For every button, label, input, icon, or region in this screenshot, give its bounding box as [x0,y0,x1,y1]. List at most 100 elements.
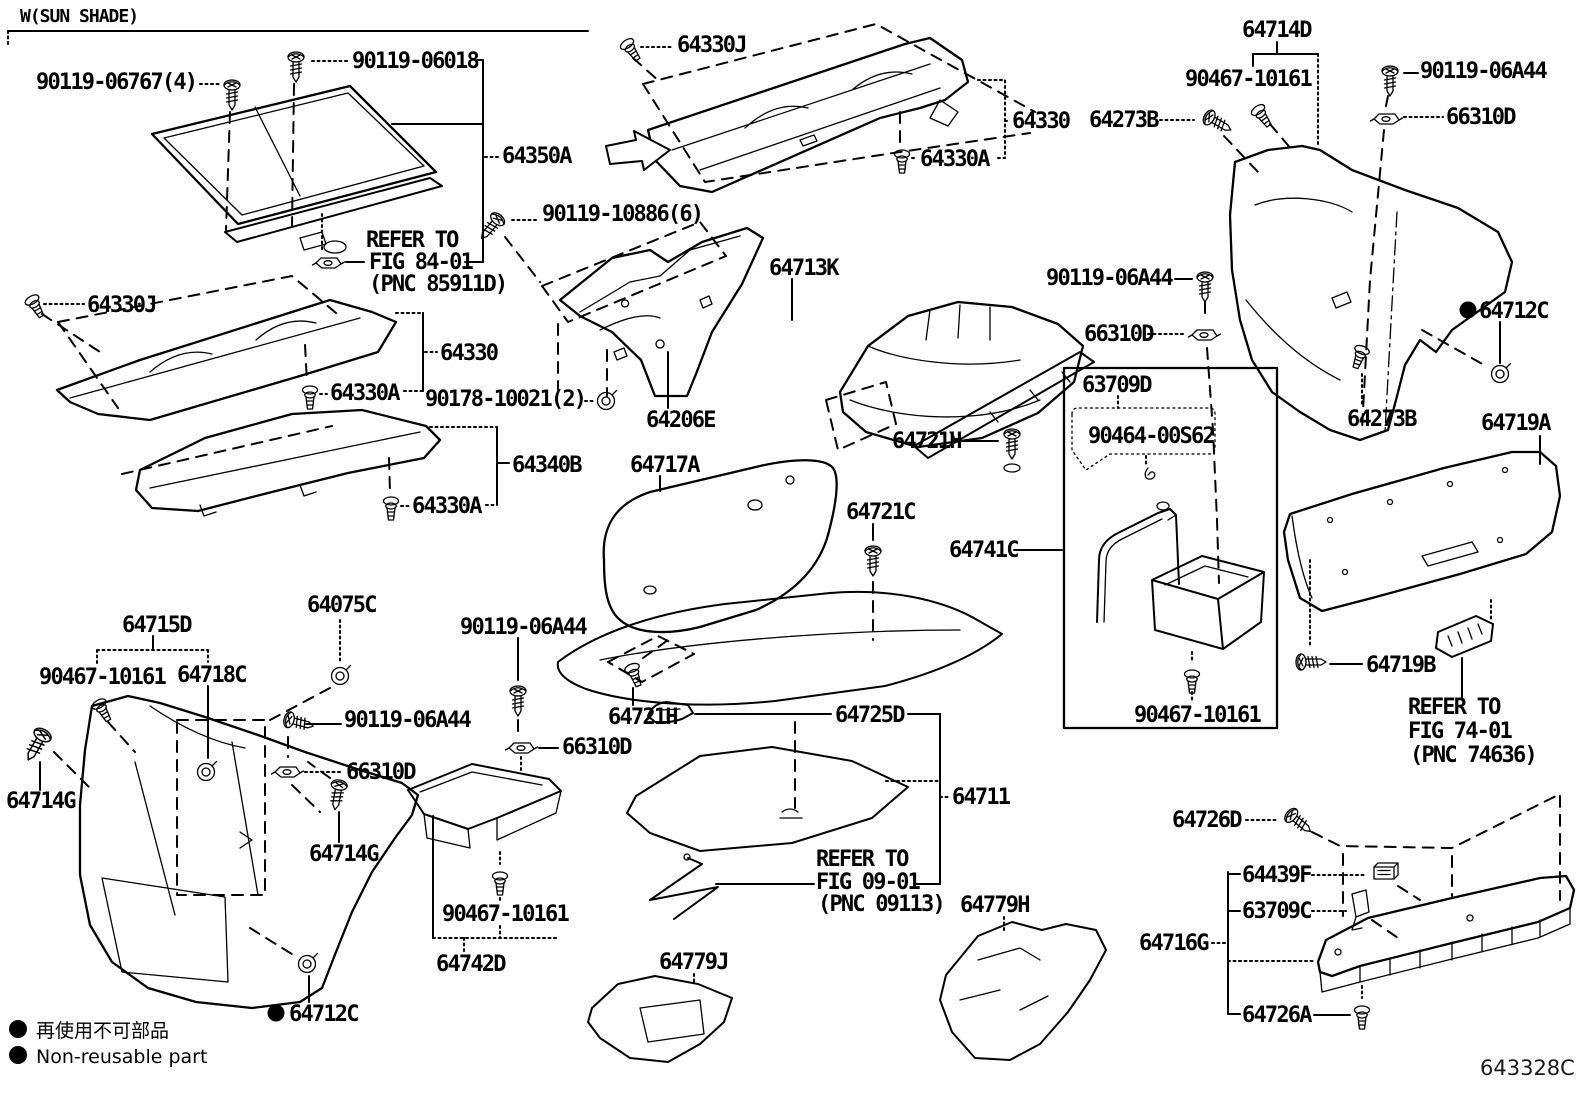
ref-fig74-fig: FIG 74-01 [1408,719,1513,744]
callout-bracket [395,312,438,392]
sunshade-drawing [150,84,443,254]
push-clip-icon [622,661,647,690]
part-90464-00S62-label[interactable]: 90464-00S62 [1088,424,1216,449]
part-64075C-label[interactable]: 64075C [307,593,378,618]
projection-line [1223,135,1259,173]
part-64714G-label[interactable]: 64714G [6,789,78,814]
projection-box [642,23,1036,183]
part-64725D-label[interactable]: 64725D [835,703,907,728]
part-90467-10161-label[interactable]: 90467-10161 [442,902,571,927]
spring-nut-icon [1187,329,1222,341]
part-90467-10161-label[interactable]: 90467-10161 [1134,703,1263,728]
part-66310D-label[interactable]: 66310D [346,760,418,785]
tray-bracket-drawing [407,763,562,849]
part-64712C-label[interactable]: 64712C [1479,299,1550,324]
part-90467-10161-label[interactable]: 90467-10161 [39,665,168,690]
part-64721H-label[interactable]: 64721H [892,429,963,454]
part-64330-label[interactable]: 64330 [1012,109,1072,134]
package-shelf2-drawing [55,298,398,422]
part-66310D-label[interactable]: 66310D [1084,322,1156,347]
part-64714G-label[interactable]: 64714G [309,842,381,867]
part-64717A-label[interactable]: 64717A [630,453,702,478]
screw-icon [281,710,316,735]
part-64713K-label[interactable]: 64713K [769,256,842,281]
part-64206E-label[interactable]: 64206E [646,408,717,433]
screw-icon [1200,107,1236,138]
part-64721C-label[interactable]: 64721C [846,500,917,525]
part-64779H-label[interactable]: 64779H [960,893,1031,918]
part-64716G-label[interactable]: 64716G [1139,931,1211,956]
part-90119-06A44-label[interactable]: 90119-06A44 [344,708,473,733]
part-64439F-label[interactable]: 64439F [1242,863,1313,888]
grommet-icon [196,760,218,782]
callout-bracket [429,426,498,506]
part-66310D-label[interactable]: 66310D [562,735,634,760]
part-90178-10021-label[interactable]: 90178-10021(2) [425,387,587,412]
part-64711-label[interactable]: 64711 [952,785,1013,810]
part-66310D-label[interactable]: 66310D [1446,105,1518,130]
direction-arrow-icon [605,130,671,171]
part-64340B-label[interactable]: 64340B [512,453,584,478]
grommet-icon [1490,362,1512,384]
part-64741C-label[interactable]: 64741C [949,538,1020,563]
part-64714D-label[interactable]: 64714D [1242,18,1314,43]
spring-nut-icon [270,766,305,778]
part-63709D-label[interactable]: 63709D [1082,373,1154,398]
part-90467-10161-label[interactable]: 90467-10161 [1185,67,1314,92]
spring-nut-icon [504,742,539,754]
projection-box [541,221,727,397]
section-toolbox: 64741C 63709D 90464-00S62 90467-10161 [949,366,1279,730]
projection-line [1269,123,1293,151]
part-64718C-label[interactable]: 64718C [177,663,248,688]
part-90119-06767-label[interactable]: 90119-06767(4) [36,70,198,95]
non-reusable-bullet-icon [1459,301,1477,319]
part-64330-label[interactable]: 64330 [440,341,500,366]
part-64330J-label[interactable]: 64330J [677,33,747,58]
part-90119-06018-label[interactable]: 90119-06018 [352,49,480,74]
callout-frame [1071,407,1216,471]
screw-icon [1196,271,1214,303]
part-90119-10886-label[interactable]: 90119-10886(6) [542,202,704,227]
leader-line [885,780,951,798]
part-90119-06A44-label[interactable]: 90119-06A44 [1420,59,1549,84]
projection-box [57,275,343,475]
part-64742D-label[interactable]: 64742D [436,952,508,977]
section-rear-panel: 64714D 90467-10161 90119-06A44 66310D 64… [1046,18,1550,584]
mat-clip-drawing [647,701,694,724]
section-shelf-left: 64330J 64330 64330A 64340B 64330A [22,275,584,521]
projection-line [269,687,331,721]
part-64721H-label[interactable]: 64721H [608,705,679,730]
part-64719B-label[interactable]: 64719B [1366,653,1438,678]
legend-text-jp: 再使用不可部品 [36,1020,169,1042]
projection-box [607,635,695,683]
part-64715D-label[interactable]: 64715D [122,613,194,638]
push-clip-icon [382,496,400,521]
projection-line [388,457,391,493]
push-clip-icon [1353,1005,1371,1030]
part-64273B-label[interactable]: 64273B [1347,407,1419,432]
screw-icon [326,778,349,812]
part-64330A-label[interactable]: 64330A [330,381,402,406]
part-64350A-label[interactable]: 64350A [502,144,574,169]
part-64330A-label[interactable]: 64330A [412,494,484,519]
part-64726A-label[interactable]: 64726A [1242,1003,1314,1028]
part-64719A-label[interactable]: 64719A [1481,411,1553,436]
part-64779J-label[interactable]: 64779J [659,950,729,975]
ref-fig09-fig: FIG 09-01 [816,870,921,895]
part-63709C-label[interactable]: 63709C [1242,899,1313,924]
part-64273B-label[interactable]: 64273B [1089,108,1161,133]
deck-brace-drawing [558,226,765,398]
part-64726D-label[interactable]: 64726D [1172,808,1244,833]
section-tray: 90119-06A44 66310D 90467-10161 64742D [407,615,634,977]
non-reusable-bullet-icon [9,1046,27,1064]
projection-line [1421,329,1487,367]
projection-box [825,381,897,451]
part-64330A-label[interactable]: 64330A [920,147,992,172]
part-90119-06A44-label[interactable]: 90119-06A44 [460,615,589,640]
part-90119-06A44-label[interactable]: 90119-06A44 [1046,266,1175,291]
section-shelf-top: 64330J 64330 64330A [605,23,1072,194]
quarter-trim-drawing [78,694,420,1010]
projection-box [176,719,266,896]
section-front-trim: 64717A 64721H 64721C [556,453,1003,730]
part-64712C-label[interactable]: 64712C [289,1002,360,1027]
